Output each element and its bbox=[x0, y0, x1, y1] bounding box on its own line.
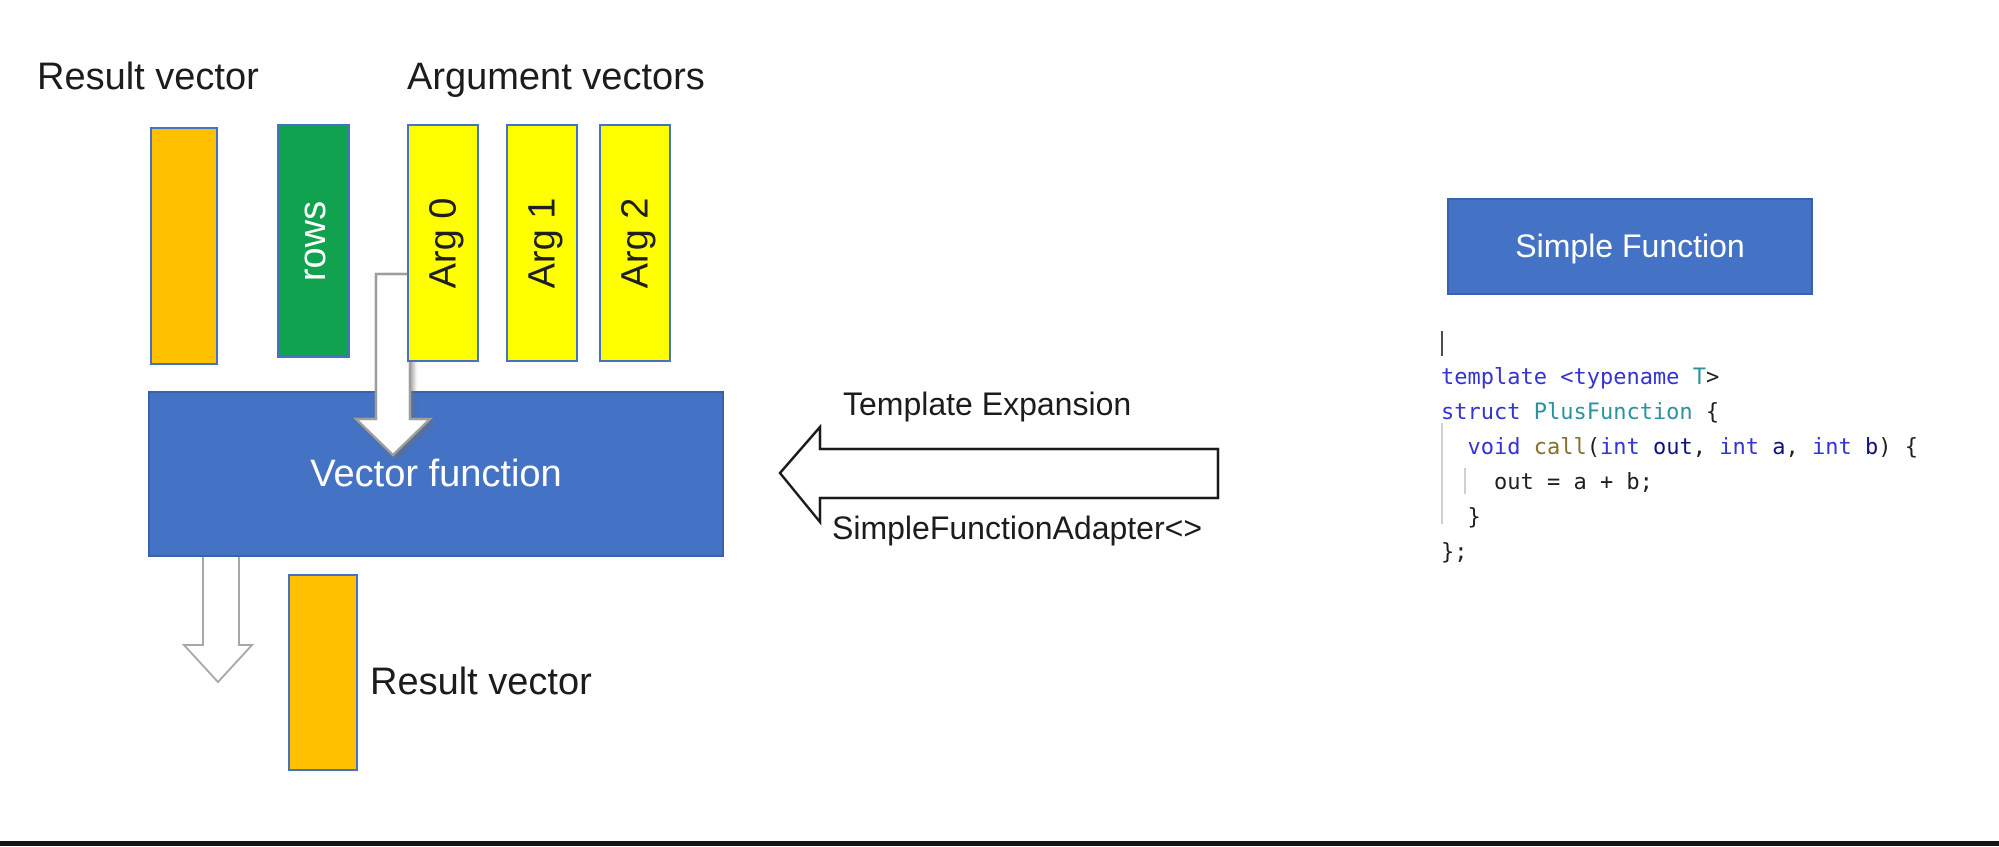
arg1-bar-label: Arg 1 bbox=[521, 197, 564, 289]
result-vector-bar-bottom bbox=[288, 574, 358, 771]
arg0-bar-label: Arg 0 bbox=[422, 197, 465, 289]
result-vector-bottom-label: Result vector bbox=[370, 661, 592, 703]
simple-function-label: Simple Function bbox=[1515, 228, 1745, 264]
arg2-bar: Arg 2 bbox=[599, 124, 671, 362]
result-vector-top-label: Result vector bbox=[37, 56, 259, 98]
vector-function-label: Vector function bbox=[310, 452, 562, 495]
code-line bbox=[1441, 325, 1961, 360]
text-cursor-icon bbox=[1441, 330, 1443, 356]
code-line: }; bbox=[1441, 540, 1468, 565]
indent-guide bbox=[1441, 423, 1443, 524]
bottom-divider bbox=[0, 841, 1999, 846]
simple-function-adapter-label: SimpleFunctionAdapter<> bbox=[832, 510, 1202, 546]
rows-bar: rows bbox=[277, 124, 350, 358]
result-vector-bar-top bbox=[150, 127, 218, 365]
argument-vectors-label: Argument vectors bbox=[407, 56, 705, 98]
arg0-bar: Arg 0 bbox=[407, 124, 479, 362]
code-line: out = a + b; bbox=[1441, 470, 1653, 495]
indent-guide bbox=[1464, 468, 1466, 494]
down-arrow-outline-icon bbox=[181, 554, 255, 684]
left-arrow-icon bbox=[778, 423, 1220, 526]
code-block[interactable]: template <typename T> struct PlusFunction… bbox=[1441, 325, 1961, 570]
arg1-bar: Arg 1 bbox=[506, 124, 578, 362]
code-line: template <typename T> bbox=[1441, 365, 1720, 390]
vector-function-box: Vector function bbox=[148, 391, 724, 557]
arg2-bar-label: Arg 2 bbox=[614, 197, 657, 289]
code-line: } bbox=[1441, 505, 1481, 530]
template-expansion-label: Template Expansion bbox=[843, 386, 1132, 422]
simple-function-box: Simple Function bbox=[1447, 198, 1813, 295]
code-line: void call(int out, int a, int b) { bbox=[1467, 435, 1918, 460]
rows-bar-label: rows bbox=[292, 200, 335, 282]
code-line: struct PlusFunction { bbox=[1441, 400, 1720, 425]
